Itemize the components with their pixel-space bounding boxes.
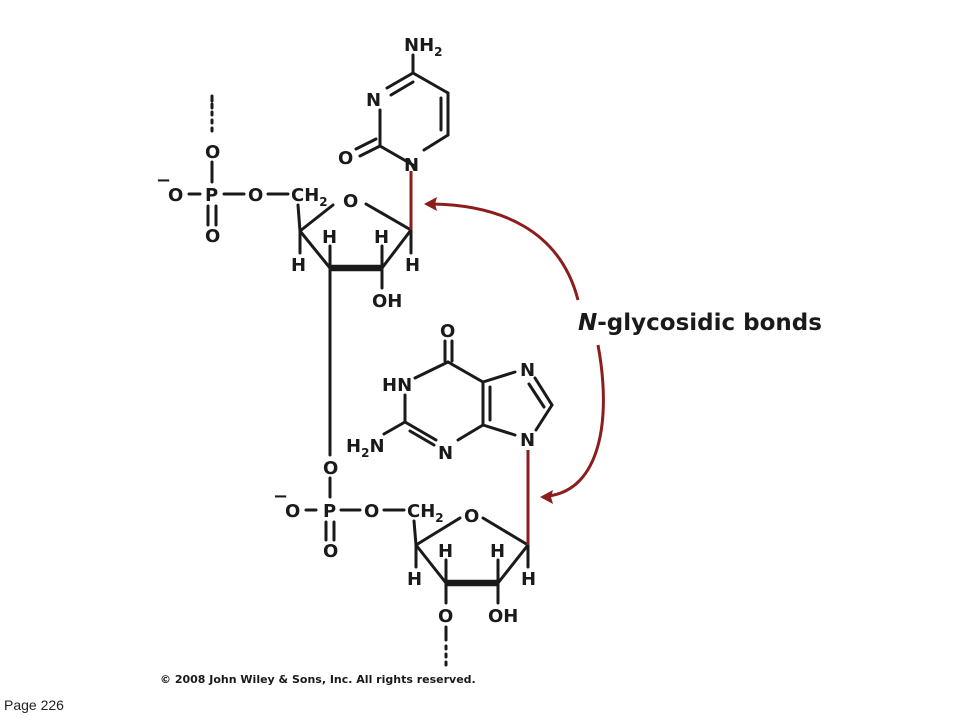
atom-o-link-2b: O bbox=[364, 501, 379, 522]
arrow-lower bbox=[547, 344, 605, 498]
page-number: Page 226 bbox=[4, 697, 64, 713]
atom-labels: NH2 N N O O − O P O O CH2 O H H H H OH O… bbox=[156, 35, 536, 627]
atom-nh2-cytosine: NH2 bbox=[404, 35, 443, 59]
atom-n1-cytosine: N bbox=[404, 155, 419, 176]
covalent-bonds bbox=[187, 53, 554, 667]
atom-o-ring-1: O bbox=[343, 191, 358, 212]
atom-o-phosphate1-bottom: O bbox=[205, 226, 220, 247]
atom-o2-cytosine: O bbox=[338, 148, 353, 169]
atom-o-minus-1: O bbox=[168, 185, 183, 206]
glycosidic-arrows bbox=[424, 197, 605, 504]
atom-o6-guanine: O bbox=[440, 321, 455, 342]
atom-n7-guanine: N bbox=[520, 360, 535, 381]
atom-n3-guanine: N bbox=[438, 443, 453, 464]
atom-oh-1: OH bbox=[372, 291, 402, 312]
atom-n3-cytosine: N bbox=[366, 90, 381, 111]
minus-charge-2: − bbox=[273, 486, 288, 507]
glycosidic-bonds-label: N-glycosidic bonds bbox=[578, 310, 822, 336]
atom-hn1-guanine: HN bbox=[382, 375, 412, 396]
atom-h-c3-2: H bbox=[438, 541, 453, 562]
atom-oh-2: OH bbox=[488, 606, 518, 627]
arrow-upper bbox=[431, 202, 580, 301]
atom-o-link-1: O bbox=[248, 185, 263, 206]
atom-h-c2-1: H bbox=[374, 227, 389, 248]
atom-o-ring-2: O bbox=[464, 506, 479, 527]
atom-h-c4-1: H bbox=[291, 255, 306, 276]
arrowhead-lower bbox=[540, 490, 553, 504]
atom-h-c3-1: H bbox=[322, 227, 337, 248]
atom-h-c4-2: H bbox=[407, 569, 422, 590]
atom-h-c1-1: H bbox=[405, 255, 420, 276]
minus-charge-1: − bbox=[156, 170, 171, 191]
atom-o-link-2a: O bbox=[323, 458, 338, 479]
atom-h-c2-2: H bbox=[490, 541, 505, 562]
atom-ch2-2: CH2 bbox=[407, 501, 444, 525]
copyright-notice: © 2008 John Wiley & Sons, Inc. All right… bbox=[160, 673, 476, 686]
atom-ch2-1: CH2 bbox=[291, 185, 328, 209]
arrowhead-upper bbox=[424, 197, 437, 211]
atom-o-phosphate1-top: O bbox=[205, 142, 220, 163]
atom-o-phosphate2-bottom: O bbox=[323, 541, 338, 562]
atom-h-c1-2: H bbox=[521, 569, 536, 590]
glycosidic-bond-lines bbox=[409, 171, 530, 545]
atom-h2n-guanine: H2N bbox=[346, 436, 385, 460]
atom-o-minus-2: O bbox=[285, 501, 300, 522]
atom-p-2: P bbox=[323, 501, 336, 522]
atom-n9-guanine: N bbox=[520, 430, 535, 451]
atom-p-1: P bbox=[205, 185, 218, 206]
atom-o3-2: O bbox=[438, 606, 453, 627]
